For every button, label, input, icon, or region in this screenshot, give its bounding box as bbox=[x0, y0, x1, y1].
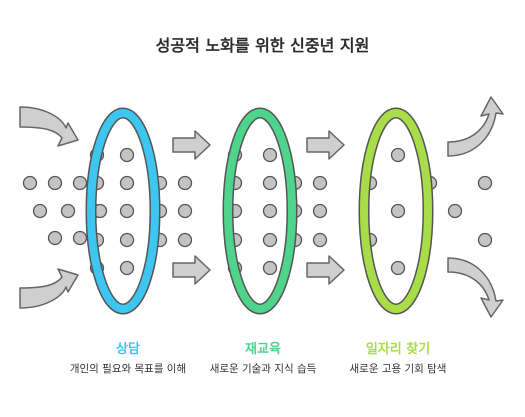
particle-dot bbox=[477, 175, 493, 191]
particle-dot bbox=[119, 175, 135, 191]
particle-dot bbox=[119, 147, 135, 163]
particle-dot bbox=[312, 175, 328, 191]
particle-dot bbox=[119, 203, 135, 219]
particle-dot bbox=[262, 175, 278, 191]
stage-title-job-search: 일자리 찾기 bbox=[365, 342, 431, 357]
particle-dot bbox=[390, 147, 406, 163]
between-arrow-1a-icon bbox=[172, 130, 211, 160]
particle-dot bbox=[119, 232, 135, 248]
particle-dot bbox=[262, 147, 278, 163]
particle-dot bbox=[32, 203, 48, 219]
output-arrow-bottom-icon bbox=[447, 257, 504, 318]
stage-description-job-search: 새로운 고용 기회 탐색 bbox=[349, 363, 447, 375]
between-arrow-2b-icon bbox=[306, 255, 345, 285]
between-arrow-1b-icon bbox=[172, 255, 211, 285]
between-arrow-2a-icon bbox=[306, 130, 345, 160]
filter-ring-3 bbox=[358, 107, 434, 315]
particle-dot bbox=[60, 203, 76, 219]
particle-dot bbox=[312, 232, 328, 248]
particle-dot bbox=[22, 175, 38, 191]
filter-ring-1 bbox=[85, 107, 161, 315]
filter-ring-2 bbox=[222, 107, 298, 315]
input-arrow-bottom-icon bbox=[19, 268, 79, 309]
particle-dot bbox=[177, 203, 193, 219]
particle-dot bbox=[447, 203, 463, 219]
particle-dot bbox=[312, 203, 328, 219]
stage-description-counseling: 개인의 필요와 목표를 이해 bbox=[69, 363, 187, 375]
filter-rings bbox=[85, 107, 434, 315]
particle-dot bbox=[262, 203, 278, 219]
stage-title-counseling: 상담 bbox=[116, 342, 140, 357]
input-arrow-top-icon bbox=[19, 106, 79, 147]
particle-dot bbox=[47, 175, 63, 191]
particle-dot bbox=[390, 260, 406, 276]
stage-description-retraining: 새로운 기술과 지식 습득 bbox=[209, 363, 317, 375]
particle-dot bbox=[262, 232, 278, 248]
particle-dot bbox=[47, 230, 63, 246]
particle-dot bbox=[477, 232, 493, 248]
particle-dot bbox=[177, 175, 193, 191]
particle-dot bbox=[262, 260, 278, 276]
stage-title-retraining: 재교육 bbox=[245, 342, 281, 357]
particle-dot bbox=[390, 203, 406, 219]
particle-dot bbox=[119, 260, 135, 276]
particle-dot bbox=[177, 232, 193, 248]
output-arrow-top-icon bbox=[447, 96, 504, 157]
particle-dot bbox=[72, 175, 88, 191]
particle-dot bbox=[72, 230, 88, 246]
diagram-title: 성공적 노화를 위한 신중년 지원 bbox=[155, 36, 370, 55]
